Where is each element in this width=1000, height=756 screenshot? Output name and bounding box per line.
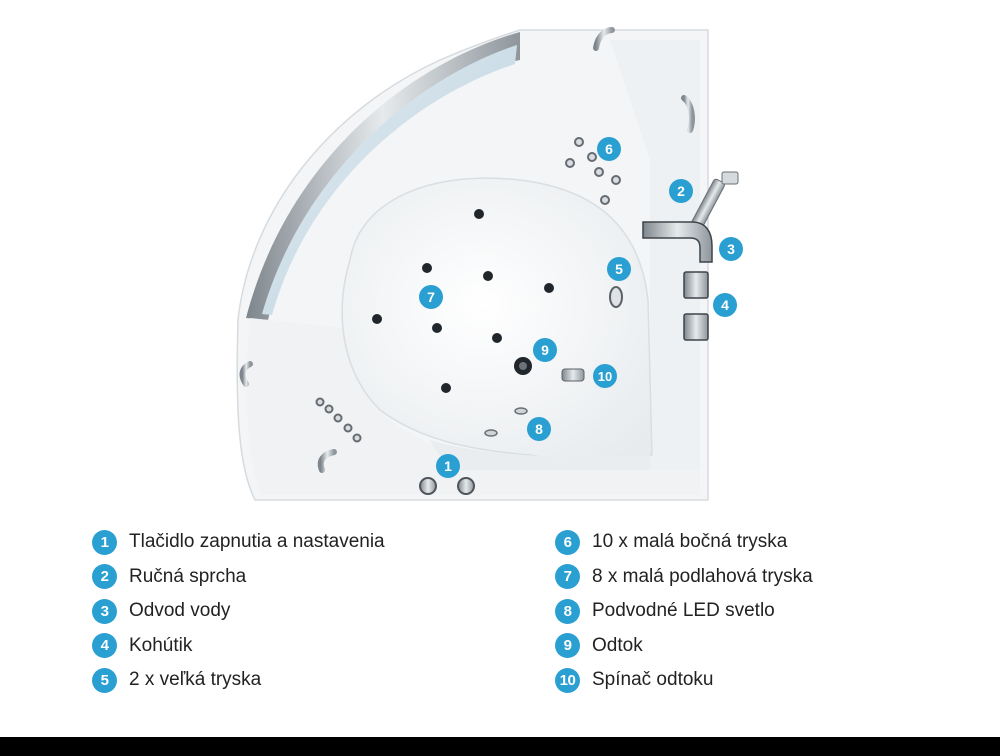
legend-label: 10 x malá bočná tryska (592, 531, 788, 553)
legend-label: Tlačidlo zapnutia a nastavenia (129, 531, 385, 553)
legend-item: 2 Ručná sprcha (92, 560, 385, 595)
callout-8: 8 (527, 417, 551, 441)
svg-text:3: 3 (727, 241, 735, 257)
large-jet (609, 286, 623, 308)
side-jets-left (315, 397, 362, 443)
callout-5: 5 (607, 257, 631, 281)
faucet-controls (683, 271, 709, 341)
svg-text:7: 7 (427, 289, 435, 305)
svg-text:10: 10 (598, 369, 612, 384)
legend-label: Kohútik (129, 634, 193, 656)
legend-item: 4 Kohútik (92, 629, 385, 664)
glass-panel (262, 45, 517, 315)
control-buttons (419, 477, 475, 495)
legend-number-badge: 2 (92, 564, 117, 590)
drain (514, 357, 532, 375)
led-lights (484, 407, 528, 437)
legend-number-badge: 4 (92, 633, 117, 659)
svg-text:4: 4 (721, 297, 729, 313)
legend-left-column: 1 Tlačidlo zapnutia a nastavenia 2 Ručná… (92, 525, 385, 698)
callout-4: 4 (713, 293, 737, 317)
callout-9: 9 (533, 338, 557, 362)
callout-10: 10 (593, 364, 617, 388)
svg-text:8: 8 (535, 421, 543, 437)
side-jets (565, 137, 621, 205)
bottom-bar (0, 737, 1000, 756)
svg-text:5: 5 (615, 261, 623, 277)
drain-switch (561, 368, 585, 382)
svg-text:6: 6 (605, 141, 613, 157)
callout-7: 7 (419, 285, 443, 309)
svg-text:9: 9 (541, 342, 549, 358)
legend-item: 8 Podvodné LED svetlo (555, 594, 813, 629)
svg-text:2: 2 (677, 183, 685, 199)
tub-rim-right (610, 40, 700, 470)
callout-2: 2 (669, 179, 693, 203)
callout-3: 3 (719, 237, 743, 261)
seat-panel (430, 440, 650, 470)
water-outlet (642, 221, 713, 263)
handles (239, 27, 695, 473)
corner-bathtub-image: 1 2 3 4 5 6 7 8 9 10 (236, 27, 743, 501)
legend-label: Odtok (592, 634, 643, 656)
legend-number-badge: 10 (555, 667, 580, 693)
legend-number-badge: 5 (92, 667, 117, 693)
floor-jets (372, 209, 554, 393)
tub-rim-front (246, 318, 700, 495)
legend-item: 6 10 x malá bočná tryska (555, 525, 813, 560)
legend-number-badge: 7 (555, 564, 580, 590)
legend-item: 10 Spínač odtoku (555, 663, 813, 698)
legend-number-badge: 3 (92, 598, 117, 624)
legend-item: 5 2 x veľká tryska (92, 663, 385, 698)
callout-1: 1 (436, 454, 460, 478)
legend-item: 9 Odtok (555, 629, 813, 664)
legend-label: 2 x veľká tryska (129, 669, 262, 691)
legend-number-badge: 9 (555, 633, 580, 659)
legend-item: 1 Tlačidlo zapnutia a nastavenia (92, 525, 385, 560)
legend-item: 7 8 x malá podlahová tryska (555, 560, 813, 595)
svg-text:1: 1 (444, 458, 452, 474)
legend-right-column: 6 10 x malá bočná tryska 7 8 x malá podl… (555, 525, 813, 698)
legend-number-badge: 1 (92, 529, 117, 555)
legend-number-badge: 8 (555, 598, 580, 624)
callout-6: 6 (597, 137, 621, 161)
legend-label: Podvodné LED svetlo (592, 600, 775, 622)
legend-number-badge: 6 (555, 529, 580, 555)
legend-label: Odvod vody (129, 600, 231, 622)
legend-label: 8 x malá podlahová tryska (592, 565, 813, 587)
legend-label: Spínač odtoku (592, 669, 714, 691)
legend-label: Ručná sprcha (129, 565, 247, 587)
legend-item: 3 Odvod vody (92, 594, 385, 629)
